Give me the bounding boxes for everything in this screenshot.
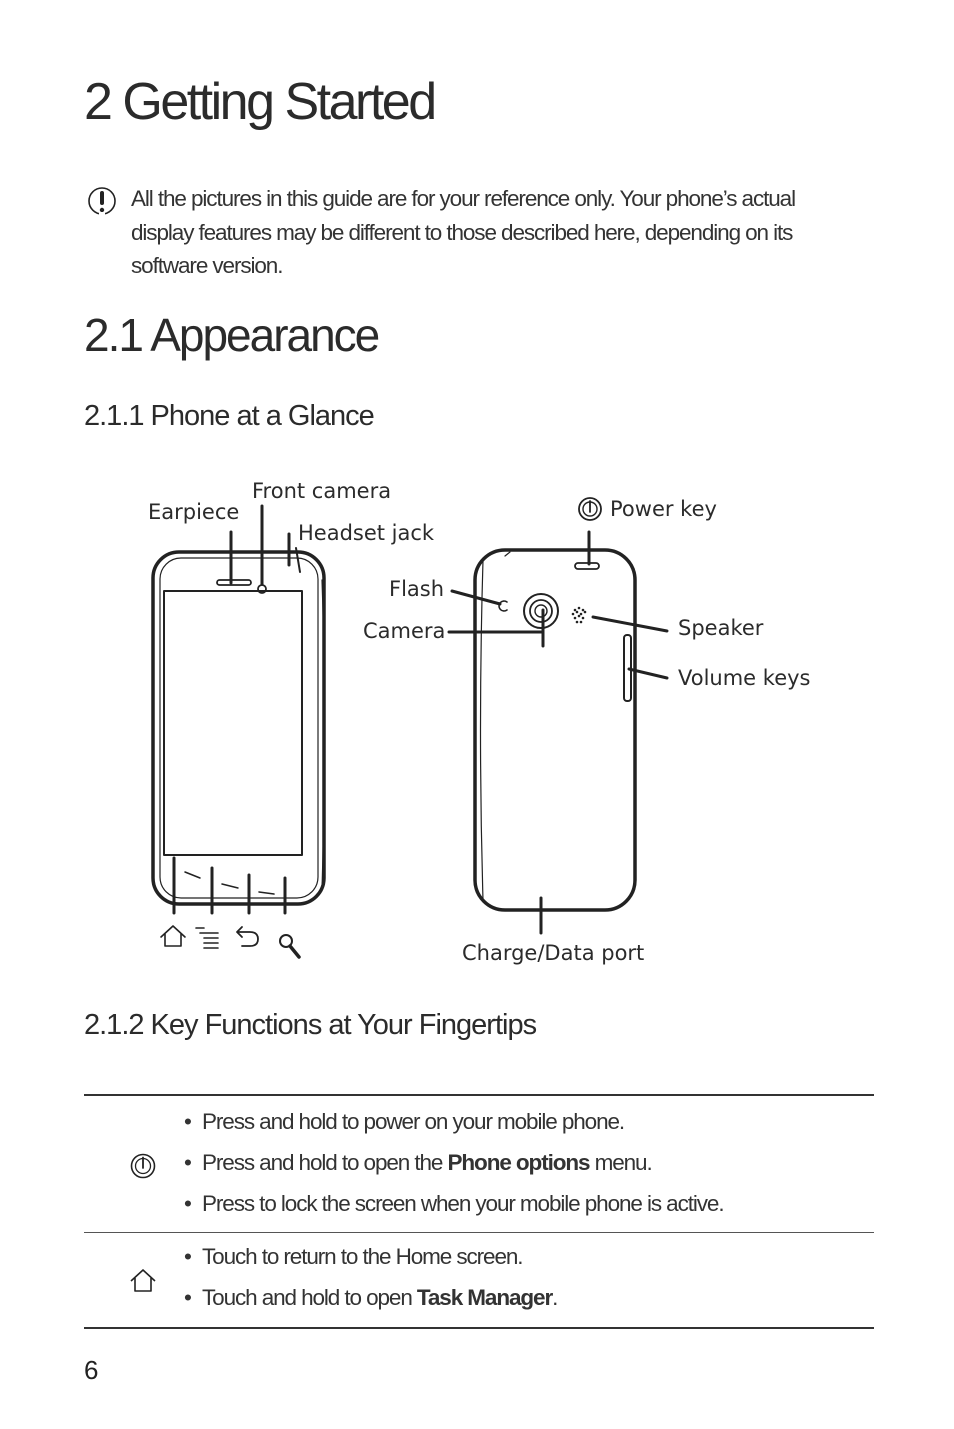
note-text: All the pictures in this guide are for y… [131,186,796,278]
page-number: 6 [84,1355,99,1385]
chapter-title: 2 Getting Started [84,73,437,131]
subsection-title: 2.1.2 Key Functions at Your Fingertips [84,1009,537,1041]
label-front-camera: Front camera [252,479,391,503]
phone-front [151,547,326,906]
subsection-title: 2.1.1 Phone at a Glance [84,400,375,432]
label-volume-keys: Volume keys [678,666,810,690]
table-row-power: Press and hold to power on your mobile p… [84,1096,874,1232]
list-item: Press and hold to open the Phone options… [184,1142,874,1183]
label-power-key: Power key [610,497,717,521]
label-charge-port: Charge/Data port [462,941,644,965]
phone-diagram: Earpiece Front camera Headset jack [148,479,810,965]
label-headset-jack: Headset jack [298,521,435,545]
table-row-home: Touch to return to the Home screen. Touc… [84,1233,874,1327]
label-earpiece: Earpiece [148,500,239,524]
home-icon [130,1269,156,1292]
table-row-divider [84,1232,874,1233]
power-icon [130,1153,156,1179]
speaker-grille [571,606,587,624]
list-item: Touch and hold to open Task Manager. [184,1277,874,1318]
key-functions-table: Press and hold to power on your mobile p… [84,1094,874,1329]
power-icon [578,497,602,521]
back-icon [236,926,259,947]
info-exclamation-icon [88,187,116,216]
list-item: Press and hold to power on your mobile p… [184,1101,874,1142]
home-icon [160,925,186,947]
search-icon [279,934,301,959]
label-flash: Flash [389,577,444,601]
label-camera: Camera [363,619,445,643]
section-title: 2.1 Appearance [84,309,380,361]
table-bottom-rule [84,1327,874,1329]
list-item: Touch to return to the Home screen. [184,1236,874,1277]
label-speaker: Speaker [678,616,764,640]
menu-icon [195,927,219,949]
table-top-rule [84,1094,874,1096]
list-item: Press to lock the screen when your mobil… [184,1183,874,1224]
